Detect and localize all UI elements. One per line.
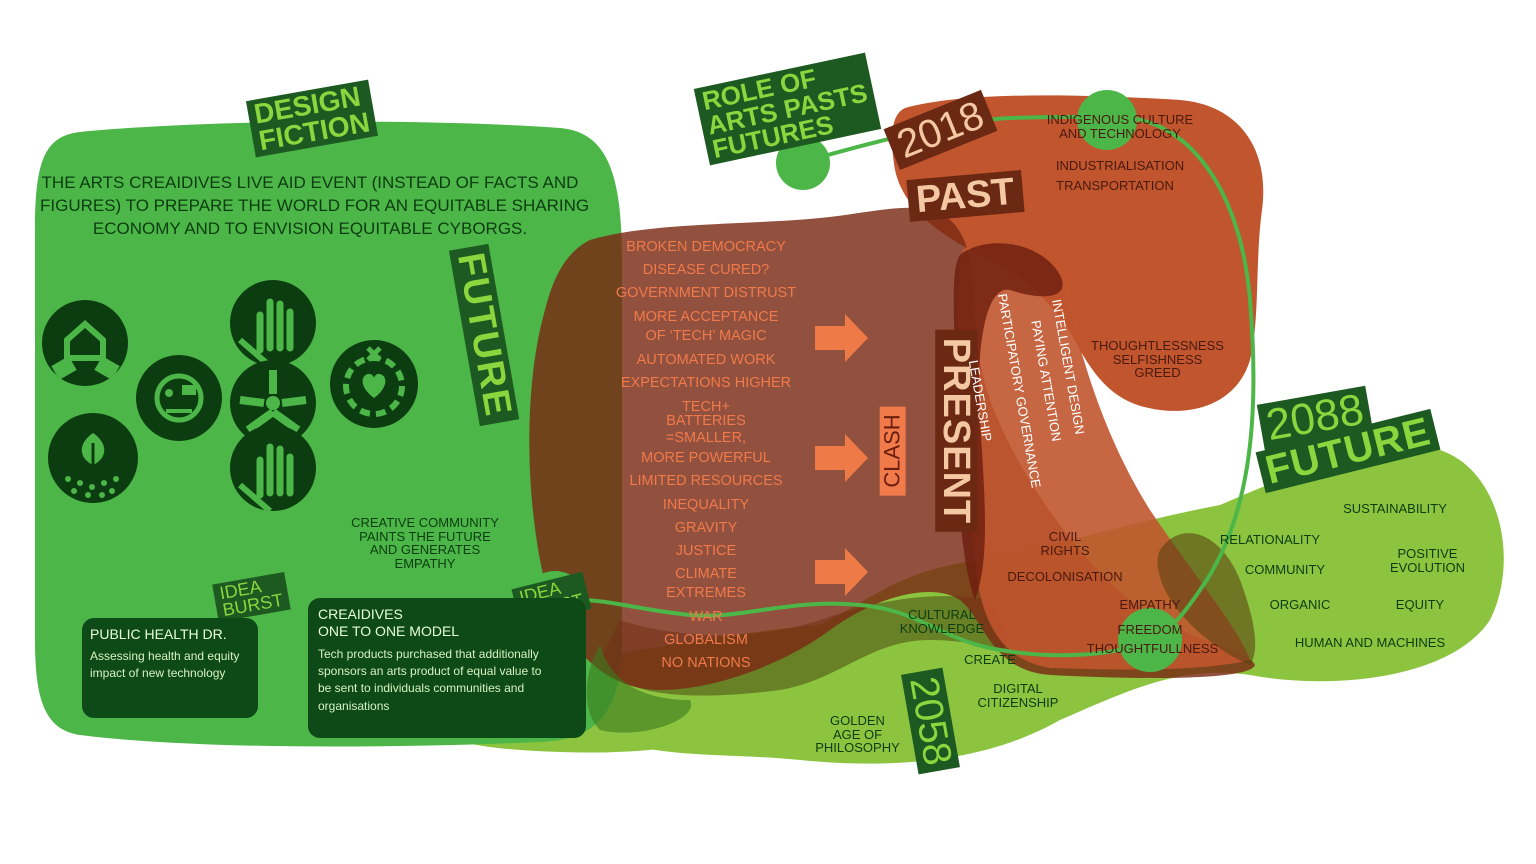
present-item: INEQUALITY — [662, 497, 750, 513]
idea-box-body: Tech products purchased that additionall… — [318, 646, 542, 713]
present-item: MORE POWERFUL — [641, 450, 771, 466]
present-item: GOVERNMENT DISTRUST — [615, 285, 797, 301]
idea-box-body: Assessing health and equity impact of ne… — [90, 649, 240, 681]
design-fiction-statement: THE ARTS CREAIDIVES LIVE AID EVENT (INST… — [40, 173, 590, 238]
present-item: JUSTICE — [675, 543, 737, 559]
empathy: EMPATHY — [1119, 597, 1181, 612]
sustainability: SUSTAINABILITY — [1343, 501, 1447, 516]
present-item: CLIMATE — [675, 566, 737, 582]
tree-icon — [48, 413, 138, 503]
heart-target-icon — [330, 340, 418, 428]
present-item: DISEASE CURED? — [642, 262, 770, 278]
present-item: NO NATIONS — [661, 655, 751, 671]
digital-citizenship: DIGITAL CITIZENSHIP — [977, 681, 1059, 710]
timeline-link-2018 — [809, 114, 1108, 162]
node-role-of-arts — [776, 136, 830, 190]
present-item: LIMITED RESOURCES — [629, 473, 783, 489]
idea-box-title: CREAIDIVES ONE TO ONE MODEL — [318, 606, 460, 639]
idea-box-one-to-one: CREAIDIVES ONE TO ONE MODEL Tech product… — [308, 598, 586, 738]
present-item: =SMALLER, — [665, 430, 747, 446]
present-list: BROKEN DEMOCRACY DISEASE CURED? GOVERNME… — [606, 240, 806, 679]
present-item: OF ‘TECH’ MAGIC — [645, 328, 767, 344]
arrow-clash-3 — [815, 548, 868, 596]
freedom: FREEDOM — [1117, 622, 1183, 637]
present-band — [953, 243, 1063, 601]
node-indigenous — [1077, 90, 1137, 150]
relationality: RELATIONALITY — [1219, 532, 1321, 547]
present-item: GLOBALISM — [664, 632, 748, 648]
equity: EQUITY — [1395, 597, 1445, 612]
cyborg-face-icon — [136, 355, 222, 441]
civil-rights: CIVIL RIGHTS — [1040, 529, 1090, 558]
arrow-clash-1 — [815, 314, 868, 362]
hand-stop-icon — [230, 425, 316, 511]
idea-box-title: PUBLIC HEALTH DR. — [90, 626, 227, 642]
tag-clash: CLASH — [879, 406, 906, 496]
node-freedom — [1118, 608, 1182, 672]
present-item: MORE ACCEPTANCE — [633, 309, 779, 325]
organic: ORGANIC — [1269, 597, 1331, 612]
present-item: BATTERIES — [666, 413, 746, 429]
present-item: AUTOMATED WORK — [636, 352, 776, 368]
present-item: EXPECTATIONS HIGHER — [620, 375, 792, 391]
positive-evolution: POSITIVE EVOLUTION — [1389, 546, 1466, 575]
future-brown-overlap — [1157, 533, 1256, 665]
thoughtfullness: THOUGHTFULLNESS — [1086, 641, 1219, 656]
past-thoughtlessness: THOUGHTLESSNESS SELFISHNESS GREED — [1091, 338, 1224, 381]
golden-age-of-philosophy: GOLDEN AGE OF PHILOSOPHY — [815, 713, 900, 756]
present-item: TECH+ — [682, 399, 730, 415]
arrow-clash-2 — [815, 434, 868, 482]
past-industrialisation: INDUSTRIALISATION — [1055, 158, 1185, 173]
present-item: GRAVITY — [674, 520, 738, 536]
house-puzzle-icon — [42, 300, 128, 386]
hand-stop-icon — [230, 280, 316, 366]
idea-box-public-health: PUBLIC HEALTH DR. Assessing health and e… — [82, 618, 258, 718]
present-item: BROKEN DEMOCRACY — [626, 239, 786, 255]
present-item: EXTREMES — [666, 585, 746, 601]
human-and-machines: HUMAN AND MACHINES — [1294, 635, 1446, 650]
creative-community-text: CREATIVE COMMUNITY PAINTS THE FUTURE AND… — [351, 515, 499, 571]
decolonisation: DECOLONISATION — [1007, 569, 1123, 584]
community: COMMUNITY — [1244, 562, 1326, 577]
present-item: WAR — [689, 609, 723, 625]
past-indigenous: INDIGENOUS CULTURE AND TECHNOLOGY — [1046, 112, 1194, 141]
create: CREATE — [964, 652, 1016, 667]
past-transportation: TRANSPORTATION — [1056, 178, 1174, 193]
cultural-knowledge: CULTURAL KNOWLEDGE — [899, 607, 985, 636]
present-green-overlap — [586, 645, 692, 733]
